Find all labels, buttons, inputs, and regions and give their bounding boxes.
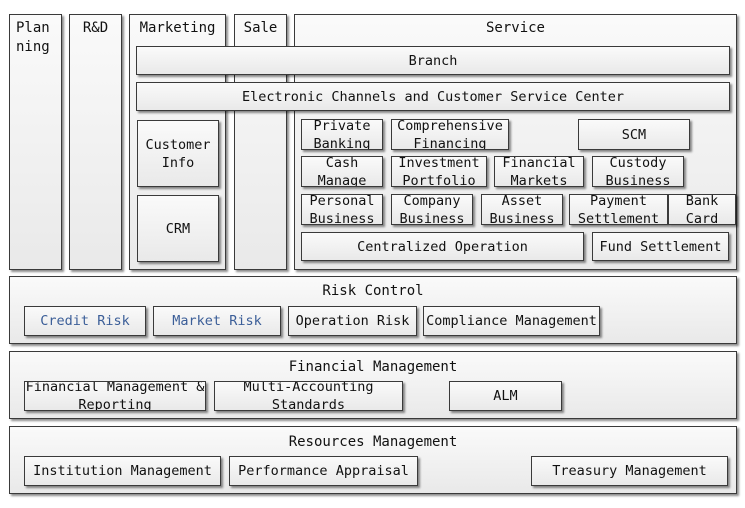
asset-business-box: Asset Business xyxy=(481,194,563,225)
sale-label: Sale xyxy=(243,20,278,36)
marketing-label: Marketing xyxy=(139,20,216,36)
cash-manage-box: Cash Manage xyxy=(301,156,383,187)
financial-management-title: Financial Management xyxy=(288,359,458,375)
customer-info-box: Customer Info xyxy=(137,120,219,187)
centralized-operation-box: Centralized Operation xyxy=(301,232,584,261)
treasury-management-box: Treasury Management xyxy=(531,456,728,486)
rnd-column: R&D xyxy=(69,14,122,270)
resources-management-title: Resources Management xyxy=(288,434,458,450)
private-banking-box: Private Banking xyxy=(301,119,383,150)
scm-box: SCM xyxy=(578,119,690,150)
operation-risk-box: Operation Risk xyxy=(288,306,417,336)
credit-risk-box: Credit Risk xyxy=(24,306,146,336)
financial-management-reporting-box: Financial Management & Reporting xyxy=(24,381,206,411)
compliance-management-box: Compliance Management xyxy=(423,306,600,336)
fund-settlement-box: Fund Settlement xyxy=(592,232,729,261)
branch-bar: Branch xyxy=(136,46,730,75)
payment-settlement-box: Payment Settlement xyxy=(569,194,668,225)
bank-card-box: Bank Card xyxy=(668,194,736,225)
comprehensive-financing-box: Comprehensive Financing xyxy=(391,119,509,150)
crm-box: CRM xyxy=(137,195,219,262)
investment-portfolio-box: Investment Portfolio xyxy=(391,156,487,187)
planning-label: Plan ning xyxy=(16,20,50,55)
custody-business-box: Custody Business xyxy=(592,156,684,187)
electronic-channels-bar: Electronic Channels and Customer Service… xyxy=(136,82,730,111)
company-business-box: Company Business xyxy=(391,194,473,225)
financial-markets-box: Financial Markets xyxy=(494,156,584,187)
market-risk-box: Market Risk xyxy=(153,306,281,336)
personal-business-box: Personal Business xyxy=(301,194,383,225)
risk-control-title: Risk Control xyxy=(322,283,424,299)
rnd-label: R&D xyxy=(82,20,109,36)
performance-appraisal-box: Performance Appraisal xyxy=(229,456,418,486)
multi-accounting-standards-box: Multi-Accounting Standards xyxy=(214,381,403,411)
planning-column: Plan ning xyxy=(9,14,62,270)
service-label: Service xyxy=(485,20,545,36)
institution-management-box: Institution Management xyxy=(24,456,221,486)
alm-box: ALM xyxy=(449,381,562,411)
